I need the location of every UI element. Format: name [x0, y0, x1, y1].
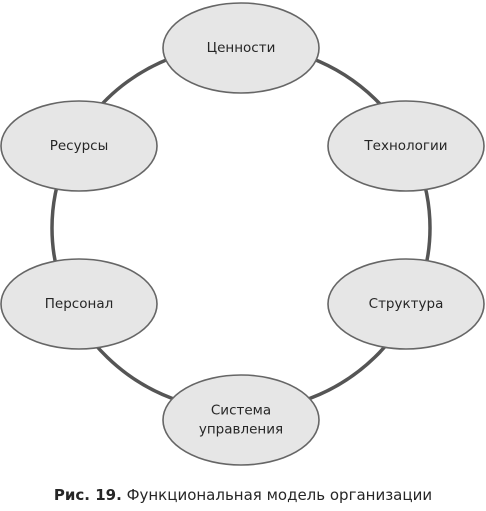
connecting-ring	[50, 43, 432, 413]
node-resources: Ресурсы	[0, 100, 158, 192]
node-personnel-ellipse	[0, 258, 158, 350]
node-values: Ценности	[162, 2, 320, 94]
node-personnel: Персонал	[0, 258, 158, 350]
figure-caption: Рис. 19. Функциональная модель организац…	[0, 486, 486, 504]
node-technologies-label: Технологии	[363, 138, 447, 154]
node-resources-ellipse	[0, 100, 158, 192]
node-personnel-label: Персонал	[45, 296, 113, 312]
node-values-ellipse	[162, 2, 320, 94]
node-management-system-label-1: Система	[211, 403, 271, 419]
node-resources-label: Ресурсы	[50, 138, 109, 154]
node-structure: Структура	[327, 258, 485, 350]
node-management-system-label-2: управления	[199, 422, 283, 438]
node-technologies-ellipse	[327, 100, 485, 192]
node-technologies: Технологии	[327, 100, 485, 192]
node-structure-label: Структура	[369, 296, 444, 312]
node-structure-ellipse	[327, 258, 485, 350]
node-management-system-ellipse	[162, 374, 320, 466]
node-management-system: Система управления	[162, 374, 320, 466]
figure-caption-text: Функциональная модель организации	[126, 486, 433, 504]
figure-number: Рис. 19.	[53, 486, 122, 504]
node-values-label: Ценности	[207, 40, 276, 56]
